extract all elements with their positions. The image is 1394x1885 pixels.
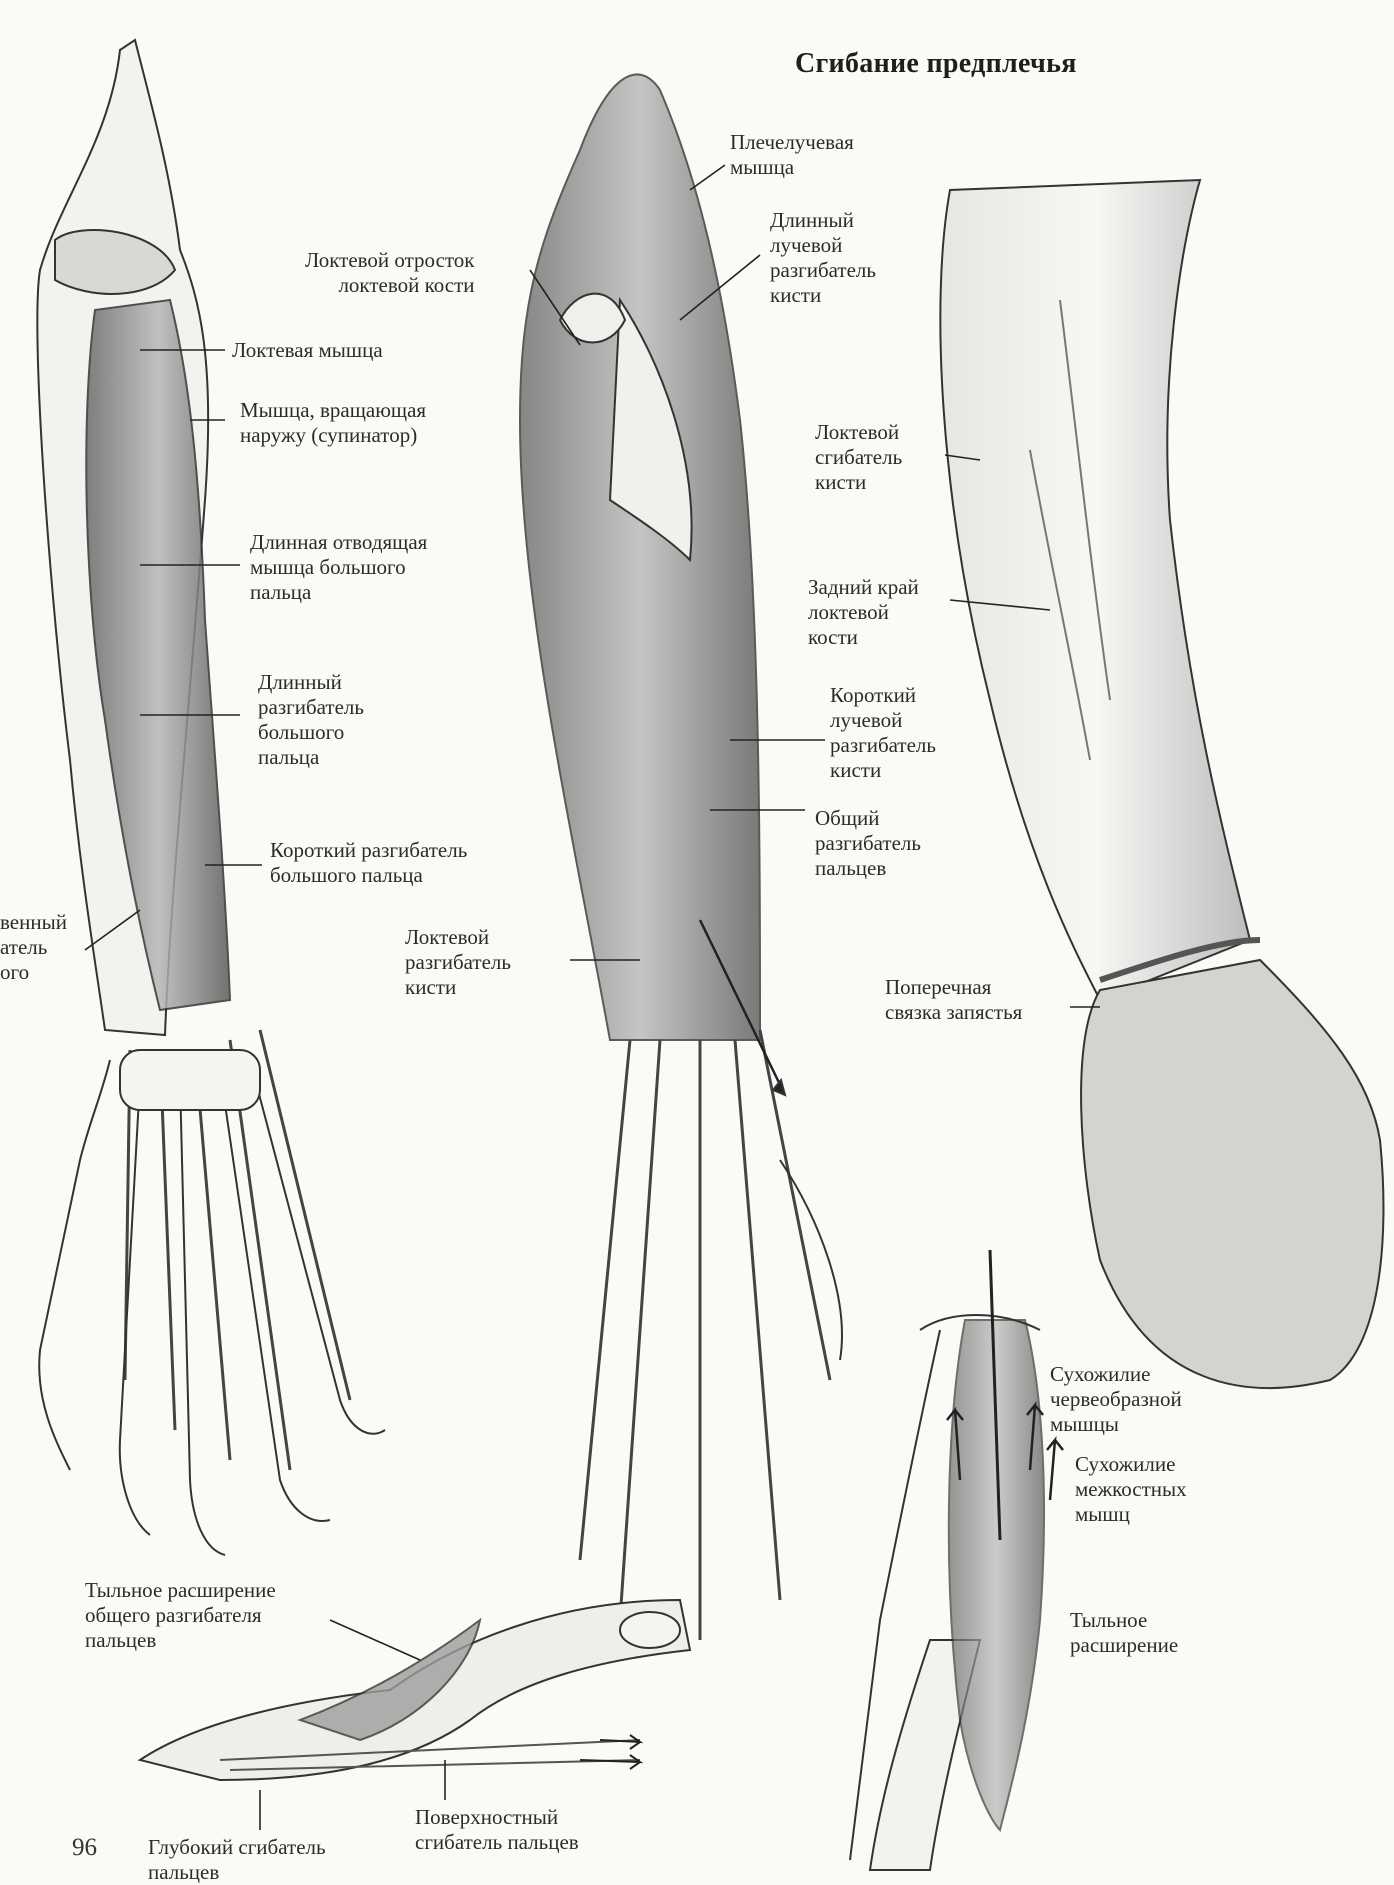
label-flexor-digitorum-profundus: Глубокий сгибатель пальцев <box>148 1835 326 1885</box>
label-abductor-pollicis-longus: Длинная отводящая мышца большого пальца <box>250 530 427 605</box>
page-title: Сгибание предплечья <box>795 48 1077 80</box>
label-olecranon: Локтевой отросток локтевой кости <box>305 248 475 298</box>
label-ext-digitorum: Общий разгибатель пальцев <box>815 806 921 881</box>
label-ext-carpi-radialis-longus: Длинный лучевой разгибатель кисти <box>770 208 876 308</box>
label-ulnar-muscle: Локтевая мышца <box>232 338 383 363</box>
label-brachioradialis: Плечелучевая мышца <box>730 130 854 180</box>
label-supinator: Мышца, вращающая наружу (супинатор) <box>240 398 426 448</box>
label-ext-carpi-ulnaris: Локтевой разгибатель кисти <box>405 925 511 1000</box>
label-extensor-pollicis-longus: Длинный разгибатель большого пальца <box>258 670 364 770</box>
label-ulna-posterior-border: Задний край локтевой кости <box>808 575 919 650</box>
label-flexor-digitorum-superficialis: Поверхностный сгибатель пальцев <box>415 1805 579 1855</box>
label-transverse-carpal-ligament: Поперечная связка запястья <box>885 975 1022 1025</box>
page-number: 96 <box>72 1834 97 1862</box>
label-interosseous-tendon: Сухожилие межкостных мышц <box>1075 1452 1187 1527</box>
forearm-surface-figure <box>940 180 1383 1388</box>
label-dorsal-expansion: Тыльное расширение <box>1070 1608 1178 1658</box>
label-ext-carpi-radialis-brevis: Короткий лучевой разгибатель кисти <box>830 683 936 783</box>
label-dorsal-expansion-common: Тыльное расширение общего разгибателя па… <box>85 1578 276 1653</box>
label-cropped-left: венный атель ого <box>0 910 67 985</box>
forearm-superficial-figure <box>520 74 842 1640</box>
finger-dorsal-figure <box>850 1250 1063 1870</box>
label-flexor-carpi-ulnaris: Локтевой сгибатель кисти <box>815 420 902 495</box>
label-extensor-pollicis-brevis: Короткий разгибатель большого пальца <box>270 838 467 888</box>
label-lumbrical-tendon: Сухожилие червеобразной мышцы <box>1050 1362 1182 1437</box>
